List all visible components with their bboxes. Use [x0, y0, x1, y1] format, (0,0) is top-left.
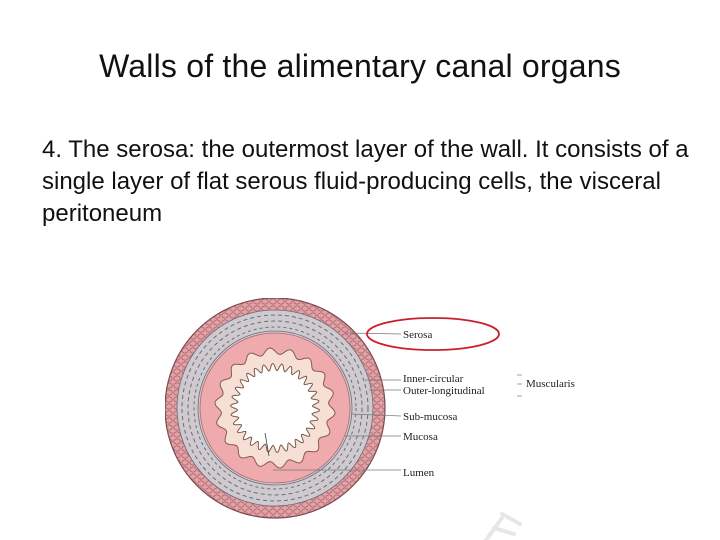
label-mucosa: Mucosa	[403, 431, 438, 443]
label-serosa: Serosa	[403, 329, 432, 341]
label-outer-longitudinal: Outer-longitudinal	[403, 385, 485, 397]
label-muscularis: Muscularis	[526, 378, 575, 390]
alimentary-wall-diagram: Serosa Inner-circular Outer-longitudinal…	[165, 298, 575, 519]
serosa-highlight-ellipse	[366, 317, 500, 351]
muscularis-dashes-mid	[187, 320, 363, 496]
muscularis-inner-edge	[197, 330, 353, 486]
slide-body-text: 4. The serosa: the outermost layer of th…	[42, 136, 689, 227]
label-sub-mucosa: Sub-mucosa	[403, 411, 458, 423]
muscularis-dashes-inner	[193, 326, 357, 490]
label-lumen: Lumen	[403, 467, 435, 479]
muscularis-dashes-outer	[181, 314, 369, 502]
label-inner-circular: Inner-circular	[403, 373, 464, 385]
slide-title: Walls of the alimentary canal organs	[99, 48, 621, 84]
lumen-edge	[230, 363, 320, 453]
lumen-pointer-line	[264, 432, 270, 457]
sub-mucosa-leader	[350, 413, 402, 417]
serosa-leader	[344, 332, 402, 335]
watermark-mark	[484, 512, 522, 540]
